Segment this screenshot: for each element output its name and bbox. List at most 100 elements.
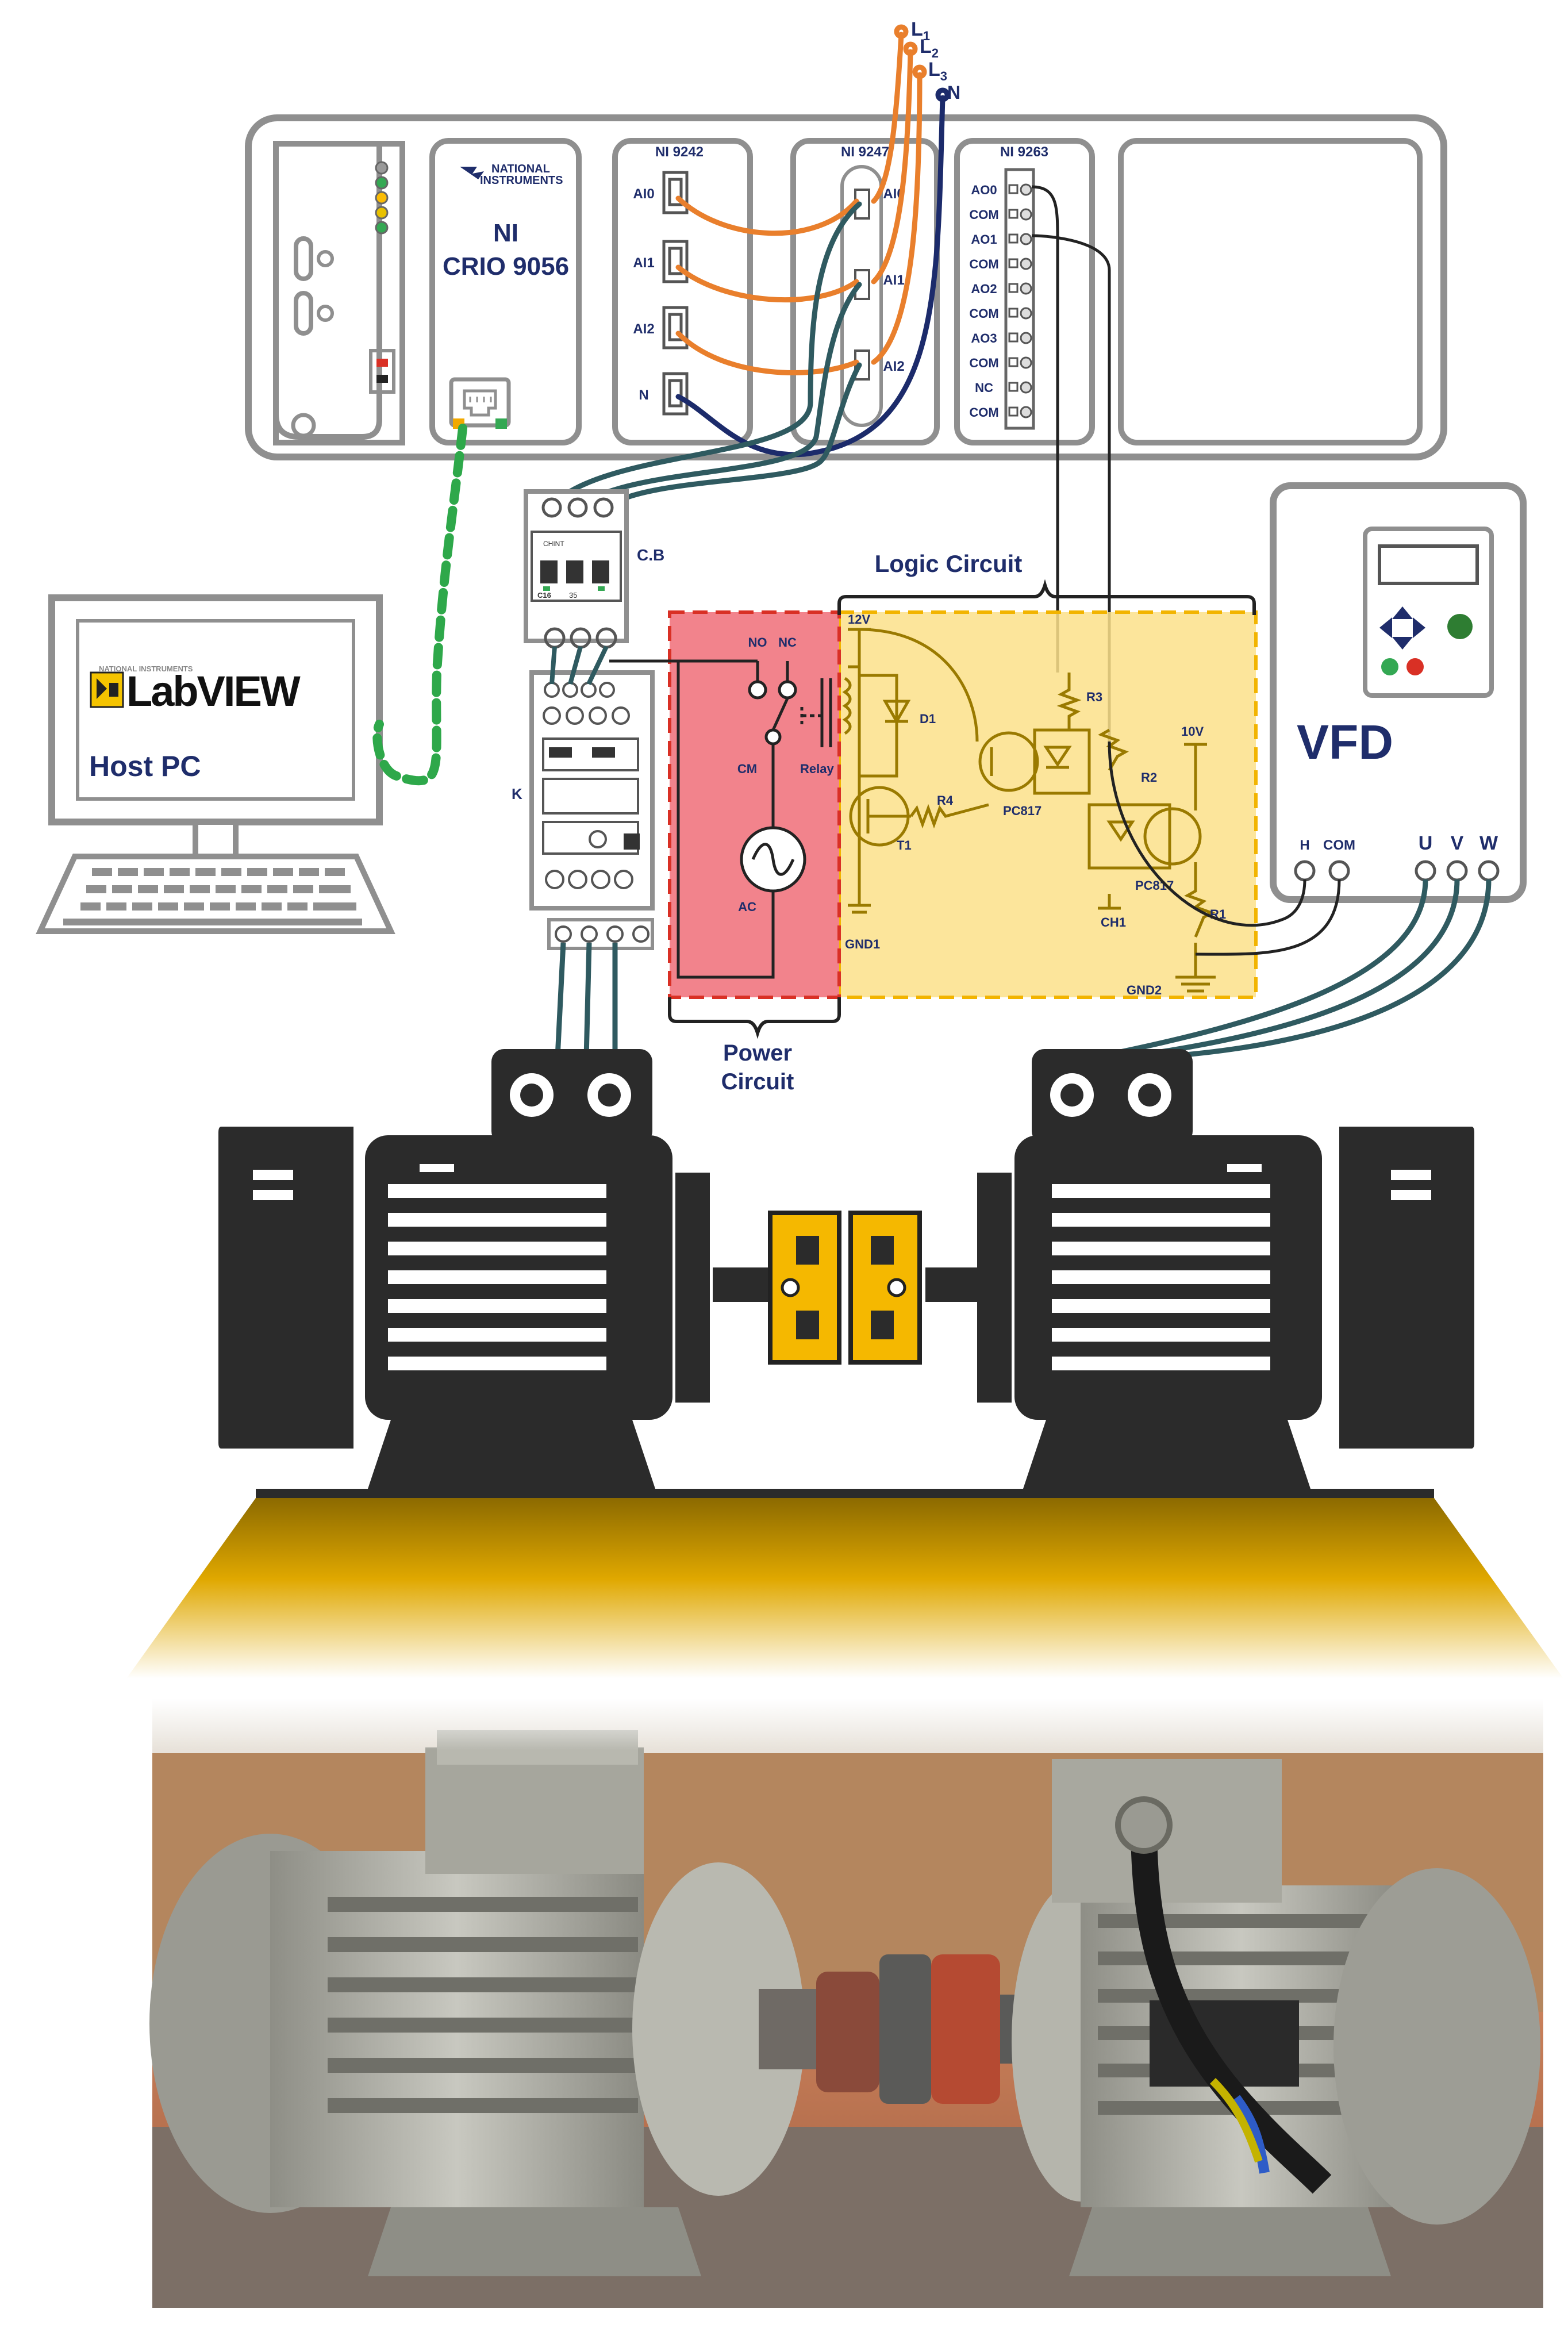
pc817-a-label: PC817 (1003, 804, 1042, 818)
ni9263-pin-label: AO0 (971, 183, 997, 197)
ao-signal-wires (1031, 185, 1111, 742)
run-knob-icon[interactable] (1447, 614, 1473, 639)
line-labels: L1 L2 L3 N (911, 18, 960, 103)
logic-circuit (842, 628, 1216, 993)
ni9263-pin-terminal[interactable] (1020, 381, 1032, 394)
power-circuit-title-2: Circuit (721, 1069, 794, 1094)
host-pc-label: Host PC (89, 750, 201, 782)
ni9263-pin-label: AO2 (971, 282, 997, 296)
svg-text:L1: L1 (911, 18, 930, 43)
line-l1-sub: 1 (923, 29, 930, 43)
ni9263-pin-terminal[interactable] (1020, 307, 1032, 320)
breaker-to-contactor-wires (549, 646, 609, 685)
table-gradient (126, 1498, 1563, 1678)
ni9263-pin-slot (1008, 332, 1019, 343)
ni9247-title: NI 9247 (841, 144, 889, 160)
base-plate (256, 1489, 1434, 1498)
circuit-breaker: CHINT C16 35 (524, 489, 629, 649)
vfd-control-wires (1108, 741, 1341, 956)
line-n: N (947, 82, 960, 103)
ni9263-pin-terminal[interactable] (1020, 332, 1032, 344)
ni9263-pin-label: COM (969, 405, 998, 420)
vfd-terminal-h: H (1300, 838, 1309, 853)
ni9263-pin-slot (1008, 209, 1019, 219)
motor-left-icon (218, 1049, 776, 1489)
ni9263-pin-slot (1008, 184, 1019, 194)
power-circuit-brace (668, 997, 841, 1039)
ni9263-pin-label: COM (969, 208, 998, 222)
ni9263-pin-label: COM (969, 306, 998, 321)
navy-neutral-wire (675, 87, 950, 458)
ni9263-pin-label: COM (969, 257, 998, 271)
ni9242-pin-ai1: AI1 (633, 255, 654, 271)
svg-text:L3: L3 (928, 59, 947, 83)
ni9263-pin-terminal[interactable] (1020, 406, 1032, 418)
logic-circuit-labels: 12V D1 R3 R2 R4 T1 PC817 PC817 10V R1 GN… (845, 612, 1226, 997)
svg-text:L2: L2 (920, 36, 939, 60)
power-circuit-area (668, 610, 841, 999)
relay-cm-label: CM (737, 762, 757, 776)
vfd-label: VFD (1297, 715, 1393, 769)
ni9242-terminals (662, 171, 689, 416)
orange-phase-wires (675, 24, 927, 375)
power-circuit-labels: NO NC CM AC Relay (737, 635, 835, 914)
crio-chassis: NATIONAL INSTRUMENTS NI CRIO 9056 NI 924… (245, 114, 1447, 460)
back-button-icon[interactable] (1381, 658, 1398, 675)
ni9247-pin-ai1: AI1 (883, 272, 904, 288)
breaker-rating: C16 (537, 591, 551, 600)
labview-logo-icon: NATIONAL INSTRUMENTS (90, 664, 193, 708)
crio-model-line1: NI (493, 219, 518, 247)
teal-breaker-wires (549, 201, 862, 509)
stop-button-icon[interactable] (1406, 658, 1424, 675)
vfd-terminal-u: U (1419, 832, 1433, 854)
r3-label: R3 (1086, 690, 1102, 704)
keypad-arrows-icon[interactable] (1379, 606, 1425, 650)
vfd-terminal-v: V (1451, 832, 1464, 854)
ni9263-pin-terminal[interactable] (1020, 282, 1032, 295)
ni-brand-line2: INSTRUMENTS (480, 174, 563, 187)
v10-label: 10V (1181, 724, 1204, 739)
gnd1-label: GND1 (845, 937, 880, 951)
motor-right-icon (925, 1049, 1474, 1489)
ac-source-label: AC (738, 900, 756, 914)
v12-label: 12V (848, 612, 870, 627)
logic-circuit-area (837, 610, 1258, 999)
ni9263-pin-terminal[interactable] (1020, 233, 1032, 245)
crio-model-line2: CRIO 9056 (443, 252, 569, 281)
line-l3: L (928, 59, 940, 80)
ni9242-pin-ai0: AI0 (633, 186, 654, 202)
breaker-small-text: CHINT (543, 540, 564, 548)
ni9263-pin-slot (1008, 283, 1019, 293)
power-circuit-title-1: Power (723, 1040, 792, 1066)
ethernet-cable (372, 424, 467, 786)
line-l3-sub: 3 (940, 69, 947, 83)
ni9242-pin-n: N (639, 387, 648, 403)
cb-label: C.B (637, 546, 664, 564)
ni9263-pin-slot (1008, 258, 1019, 268)
relay-no-label: NO (748, 635, 767, 650)
vfd-terminal-w: W (1479, 832, 1498, 854)
line-l2: L (920, 36, 932, 57)
r2-label: R2 (1141, 770, 1157, 785)
relay-label: Relay (800, 762, 834, 776)
gnd2-label: GND2 (1127, 983, 1162, 997)
ni-eagle-icon (460, 167, 484, 179)
ni9263-pin-terminal[interactable] (1020, 183, 1032, 196)
host-pc[interactable]: NATIONAL INSTRUMENTS LabVIEW Host PC (36, 594, 395, 934)
power-circuit (609, 659, 832, 979)
ethernet-port-icon[interactable] (449, 377, 511, 429)
ni9263-pin-slot (1008, 357, 1019, 367)
ni9263-pin-terminal[interactable] (1020, 258, 1032, 270)
vfd-motor-wires (1092, 879, 1492, 1061)
d1-label: D1 (920, 712, 936, 726)
line-l1: L (911, 18, 923, 40)
labview-wordmark: LabVIEW (126, 667, 301, 715)
ni9263-pin-terminal[interactable] (1020, 356, 1032, 369)
ni9263-pin-label: NC (975, 381, 993, 395)
t1-label: T1 (897, 838, 912, 852)
ch1-label: CH1 (1101, 915, 1126, 929)
logic-circuit-brace (837, 579, 1256, 615)
ni9263-pin-terminal[interactable] (1020, 208, 1032, 221)
contactor-motor-wires (555, 942, 618, 1058)
